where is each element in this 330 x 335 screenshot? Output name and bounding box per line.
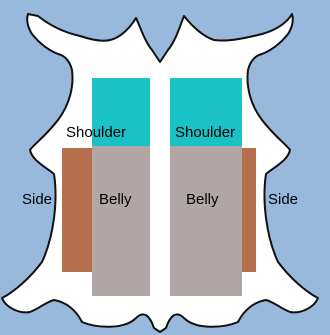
side-region-left <box>62 148 92 272</box>
belly-label-right: Belly <box>186 191 219 208</box>
side-label-left: Side <box>22 191 52 208</box>
belly-region-right <box>170 146 242 296</box>
spine-gap <box>150 70 170 300</box>
side-region-right <box>242 148 256 272</box>
shoulder-label-right: Shoulder <box>175 124 235 141</box>
side-label-right: Side <box>268 191 298 208</box>
belly-region-left <box>92 146 150 296</box>
shoulder-label-left: Shoulder <box>66 124 126 141</box>
belly-label-left: Belly <box>99 191 132 208</box>
